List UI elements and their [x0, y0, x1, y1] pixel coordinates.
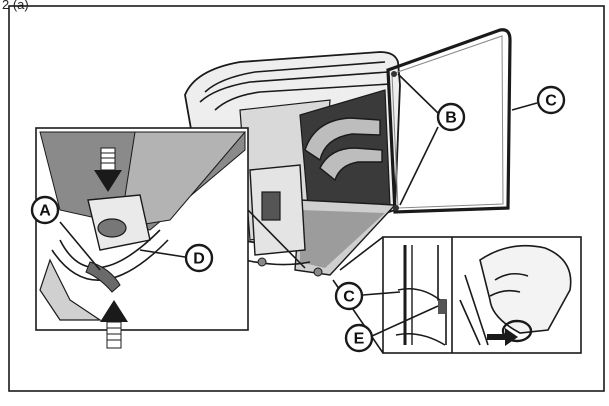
leader-c-top [511, 102, 538, 111]
callout-c-lower-label: C [343, 289, 355, 306]
arrow-up-icon [100, 300, 128, 349]
leader-b-bottom [399, 126, 439, 206]
callout-e: E [344, 323, 374, 353]
detail-inset-latch [382, 236, 582, 354]
callout-a: A [30, 195, 60, 225]
leader-a [59, 221, 101, 271]
leader-c-lower [362, 291, 401, 296]
callout-b-label: B [445, 110, 457, 127]
inset-connector-2 [339, 236, 384, 271]
arrow-down-icon [94, 147, 122, 192]
callout-b: B [436, 102, 466, 132]
leader-d [139, 249, 186, 258]
top-clipped-text: 2 (a) [2, 0, 29, 12]
callout-c-top: C [536, 85, 566, 115]
leader-e [371, 305, 439, 337]
callout-c-lower: C [334, 281, 364, 311]
detail-inset-clip [35, 127, 249, 349]
callout-e-label: E [354, 331, 365, 348]
callout-d: D [184, 243, 214, 273]
callout-a-label: A [39, 203, 51, 220]
inset-connector [247, 209, 306, 269]
arrow-right-icon [487, 328, 518, 346]
callout-c-top-label: C [545, 93, 557, 110]
callout-d-label: D [193, 251, 205, 268]
leader-b-top [397, 73, 439, 114]
catcher-frame [386, 28, 512, 214]
